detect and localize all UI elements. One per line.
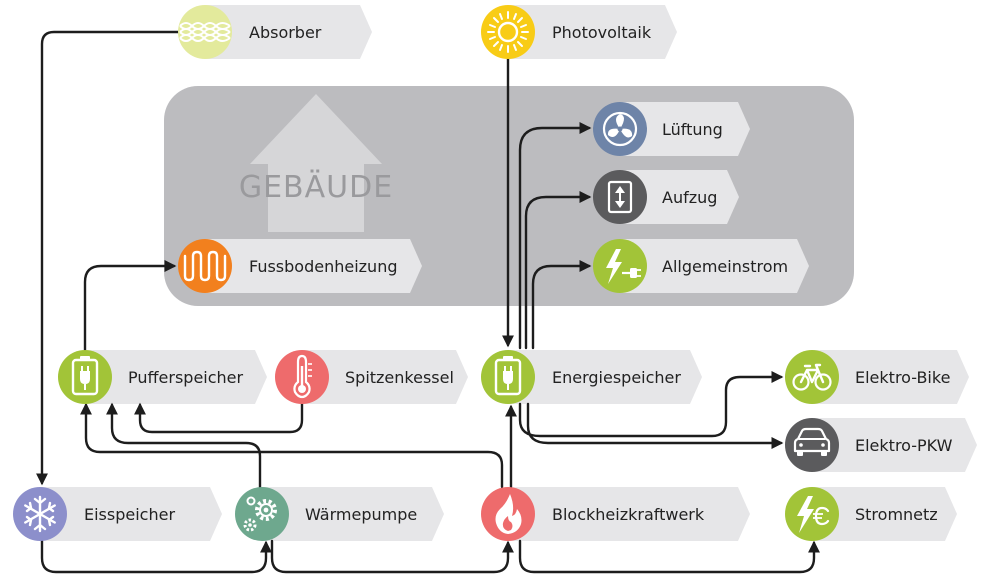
tag-waermepumpe [262,487,444,541]
battery-plug-icon [494,356,522,396]
node-labels: Absorber Photovoltaik Lüftung Aufzug All… [84,23,953,524]
label-elektro-bike: Elektro-Bike [855,368,950,387]
fan-icon [602,111,638,147]
gears-icon [243,496,277,532]
arrow-energiespeicher-to-aufzug [524,191,592,350]
arrow-waermepumpe-to-bhkw [270,539,514,574]
tag-stromnetz [812,487,957,541]
arrow-bhkw-to-stromnetz [518,539,820,574]
arrow-energiespeicher-to-elektro-bike [518,371,784,438]
sun-icon [487,11,529,53]
node-elektro-bike [785,350,839,404]
arrow-pufferspeicher-to-fussbodenheizung [83,260,177,352]
label-elektro-pkw: Elektro-PKW [855,436,953,455]
tag-blockheizkraftwerk [508,487,750,541]
tag-absorber [205,5,372,59]
label-tabs [40,5,977,541]
node-aufzug [593,170,647,224]
arrow-energiespeicher-to-lueftung [518,122,592,350]
tag-photovoltaik [508,5,677,59]
tag-pufferspeicher [85,350,267,404]
label-lueftung: Lüftung [662,120,723,139]
node-energiespeicher [481,350,535,404]
car-icon [793,427,831,456]
node-allgemeinstrom [593,239,647,293]
flame-icon [495,494,522,534]
arrow-absorber-to-eisspeicher [36,30,182,486]
label-absorber: Absorber [249,23,322,42]
tag-elektro-pkw [812,418,977,472]
tag-energiespeicher [508,350,702,404]
tag-lueftung [620,102,750,156]
bicycle-icon [792,363,832,391]
arrow-eisspeicher-to-waermepumpe [40,539,272,574]
thermometer-icon [293,354,312,399]
flow-arrows [36,30,820,574]
floor-heating-icon [183,250,227,282]
label-stromnetz: Stromnetz [855,505,938,524]
node-eisspeicher [13,487,67,541]
tag-elektro-bike [812,350,969,404]
tag-eisspeicher [40,487,222,541]
label-aufzug: Aufzug [662,188,717,207]
node-pufferspeicher [58,350,112,404]
tag-spitzenkessel [302,350,468,404]
node-spitzenkessel [275,350,329,404]
house-outline [250,94,382,232]
battery-plug-icon [71,356,99,396]
arrow-bhkw-to-pufferspeicher [80,402,504,489]
label-energiespeicher: Energiespeicher [552,368,681,387]
label-fussbodenheizung: Fussbodenheizung [249,257,398,276]
absorber-mesh-icon [179,22,231,42]
arrow-energiespeicher-to-elektro-pkw [526,402,784,449]
building-label: GEBÄUDE [239,169,393,205]
label-eisspeicher: Eisspeicher [84,505,175,524]
label-pufferspeicher: Pufferspeicher [128,368,244,387]
tag-fussbodenheizung [205,239,422,293]
label-blockheizkraftwerk: Blockheizkraftwerk [552,505,705,524]
tag-allgemeinstrom [620,239,809,293]
elevator-icon [607,180,633,214]
label-waermepumpe: Wärmepumpe [305,505,417,524]
node-fussbodenheizung [178,239,232,293]
node-elektro-pkw [785,418,839,472]
node-blockheizkraftwerk [481,487,535,541]
label-spitzenkessel: Spitzenkessel [345,368,454,387]
snowflake-icon [24,495,56,533]
label-allgemeinstrom: Allgemeinstrom [662,257,788,276]
tag-aufzug [620,170,739,224]
node-waermepumpe [235,487,289,541]
arrow-spitzenkessel-to-pufferspeicher [134,402,304,434]
lightning-euro-icon [797,496,830,533]
label-photovoltaik: Photovoltaik [552,23,652,42]
arrow-energiespeicher-to-allgemeinstrom [531,260,592,350]
node-absorber [178,5,232,59]
node-stromnetz [785,487,839,541]
arrow-waermepumpe-to-pufferspeicher [106,402,262,489]
node-lueftung [593,102,647,156]
node-photovoltaik [481,5,535,59]
lightning-plug-icon [606,249,641,284]
